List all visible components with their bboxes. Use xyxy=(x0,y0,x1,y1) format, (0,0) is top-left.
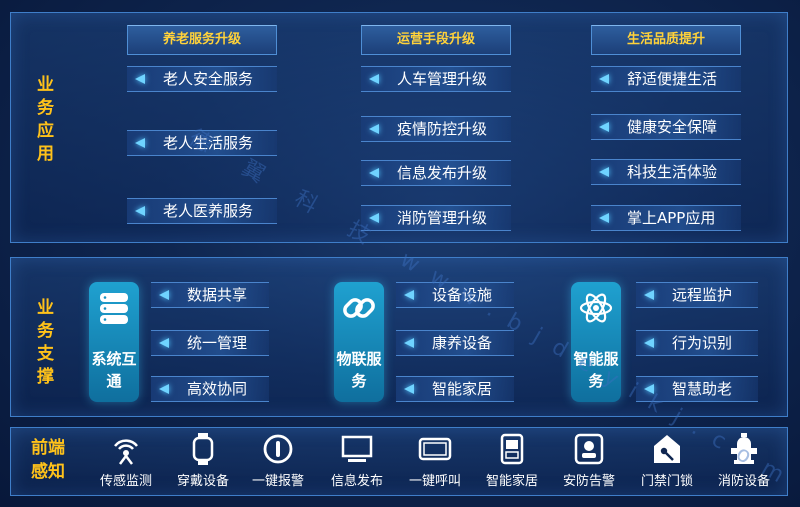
list-item: 老人生活服务 xyxy=(127,130,277,156)
smart-home-icon xyxy=(500,433,524,465)
category-system-interop: 系统互通 xyxy=(89,282,139,402)
arrow-left-icon xyxy=(135,74,145,84)
arrow-left-icon xyxy=(369,124,379,134)
arrow-left-icon xyxy=(404,338,414,348)
list-item: 人车管理升级 xyxy=(361,66,511,92)
column-header-operation: 运营手段升级 xyxy=(361,25,511,55)
arrow-left-icon xyxy=(599,213,609,223)
business-application-label: 业务应用 xyxy=(33,75,53,167)
arrow-left-icon xyxy=(369,213,379,223)
list-item: 智慧助老 xyxy=(636,376,758,402)
arrow-left-icon xyxy=(135,138,145,148)
arrow-left-icon xyxy=(599,122,609,132)
list-item: 老人安全服务 xyxy=(127,66,277,92)
column-header-life-quality: 生活品质提升 xyxy=(591,25,741,55)
tablet-icon xyxy=(418,437,452,461)
arrow-left-icon xyxy=(599,74,609,84)
arrow-left-icon xyxy=(599,167,609,177)
column-header-elderly-service: 养老服务升级 xyxy=(127,25,277,55)
device-sensor: 传感监测 xyxy=(86,432,166,489)
category-smart-service: 智能服务 xyxy=(571,282,621,402)
business-support-label: 业务支撑 xyxy=(33,298,53,390)
arrow-left-icon xyxy=(644,290,654,300)
front-sensing-panel: 前端感知 传感监测 穿戴设备 一键报警 信息发布 xyxy=(10,427,788,496)
arrow-left-icon xyxy=(135,206,145,216)
list-item: 信息发布升级 xyxy=(361,160,511,186)
device-alarm-button: 一键报警 xyxy=(238,432,318,489)
list-item: 老人医养服务 xyxy=(127,198,277,224)
arrow-left-icon xyxy=(159,290,169,300)
business-support-panel: 业务支撑 系统互通 数据共享 统一管理 高效协同 物联服务 设备设施 康养设备 … xyxy=(10,257,788,417)
list-item: 消防管理升级 xyxy=(361,205,511,231)
link-icon xyxy=(343,298,375,318)
device-door-lock: 门禁门锁 xyxy=(627,432,707,489)
category-title: 物联服务 xyxy=(336,350,382,390)
list-item: 高效协同 xyxy=(151,376,269,402)
list-item: 康养设备 xyxy=(396,330,514,356)
list-item: 行为识别 xyxy=(636,330,758,356)
arrow-left-icon xyxy=(159,338,169,348)
category-iot-service: 物联服务 xyxy=(334,282,384,402)
category-title: 系统互通 xyxy=(91,350,137,390)
list-item: 远程监护 xyxy=(636,282,758,308)
device-call-button: 一键呼叫 xyxy=(395,432,475,489)
sensor-icon xyxy=(114,439,138,465)
monitor-icon xyxy=(341,435,373,462)
list-item: 科技生活体验 xyxy=(591,159,741,185)
arrow-left-icon xyxy=(404,290,414,300)
security-camera-icon xyxy=(574,433,604,465)
list-item: 统一管理 xyxy=(151,330,269,356)
atom-icon xyxy=(579,293,613,323)
list-item: 疫情防控升级 xyxy=(361,116,511,142)
device-fire-equipment: 消防设备 xyxy=(704,432,784,489)
arrow-left-icon xyxy=(644,384,654,394)
smartwatch-icon xyxy=(192,433,214,465)
category-title: 智能服务 xyxy=(573,350,619,390)
device-smart-home: 智能家居 xyxy=(472,432,552,489)
device-security-alarm: 安防告警 xyxy=(549,432,629,489)
fire-hydrant-icon xyxy=(731,433,757,464)
list-item: 智能家居 xyxy=(396,376,514,402)
arrow-left-icon xyxy=(369,168,379,178)
front-sensing-label: 前端感知 xyxy=(31,438,65,482)
business-application-panel: 业务应用 养老服务升级 运营手段升级 生活品质提升 老人安全服务 老人生活服务 … xyxy=(10,12,788,243)
arrow-left-icon xyxy=(159,384,169,394)
alarm-button-icon xyxy=(263,434,293,464)
device-info-display: 信息发布 xyxy=(317,432,397,489)
list-item: 数据共享 xyxy=(151,282,269,308)
arrow-left-icon xyxy=(404,384,414,394)
arrow-left-icon xyxy=(644,338,654,348)
list-item: 设备设施 xyxy=(396,282,514,308)
device-wearable: 穿戴设备 xyxy=(163,432,243,489)
arrow-left-icon xyxy=(369,74,379,84)
database-icon xyxy=(100,293,128,324)
list-item: 掌上APP应用 xyxy=(591,205,741,231)
list-item: 舒适便捷生活 xyxy=(591,66,741,92)
door-lock-icon xyxy=(654,435,680,463)
list-item: 健康安全保障 xyxy=(591,114,741,140)
